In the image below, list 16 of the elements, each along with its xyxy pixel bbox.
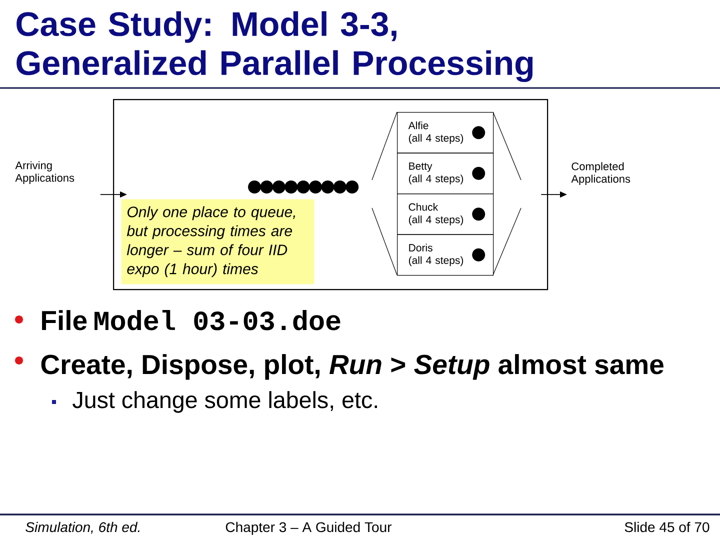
arrival-label: Arriving Applications (15, 161, 74, 184)
server-box: Betty (all 4 steps) (397, 152, 494, 194)
sub-bullet-text: Just change some labels, etc. (72, 391, 377, 413)
server-box: Alfie (all 4 steps) (397, 112, 494, 154)
server-box: Chuck (all 4 steps) (397, 194, 494, 235)
bullet-text: Create, Dispose, plot, Run > Setup almost same (41, 354, 664, 380)
footer-text: Chapter 3 – A Guided Tour (226, 522, 392, 535)
model-frame (113, 99, 548, 290)
slide-number: Slide 45 of 70 (624, 522, 710, 532)
file-name: Model 03-03.doe (94, 310, 340, 330)
bullet-text: File (42, 310, 87, 330)
note-box: Only one place to queue, but processing times are longer – sum of four IID expo (1 hour) times (121, 199, 314, 284)
server-box: Doris (all 4 steps) (397, 234, 494, 276)
footer-text: Simulation, 6th ed. (26, 522, 140, 534)
departure-label: Completed Applications (571, 162, 630, 185)
slide-title: Case Study: Model 3-3, Generalized Parallel Processing (16, 11, 533, 82)
